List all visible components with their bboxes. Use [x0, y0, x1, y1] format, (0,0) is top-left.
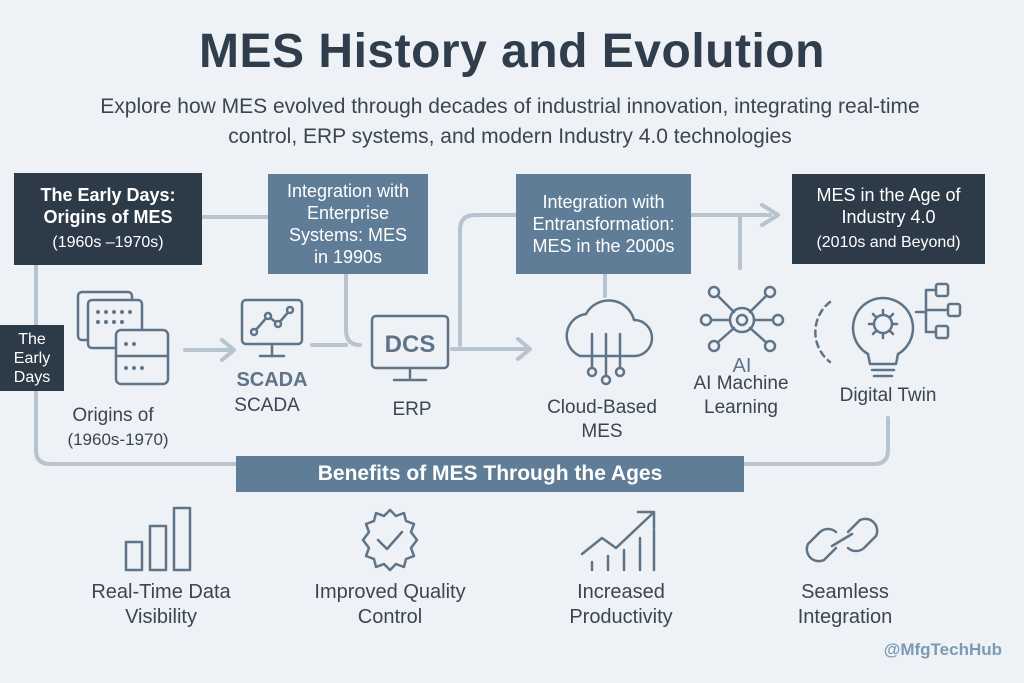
page-subtitle: Explore how MES evolved through decades …: [100, 95, 920, 148]
cloud-icon: [565, 299, 654, 386]
scada-label: SCADA: [234, 395, 300, 416]
benefits-banner: Benefits of MES Through the Ages: [236, 456, 744, 492]
scada-monitor-icon: SCADA: [236, 298, 308, 391]
stage-enterprise-title: Integration with Enterprise Systems: MES…: [286, 181, 410, 267]
digital-twin-icon: [814, 282, 962, 378]
stage-enterprise-box: Integration with Enterprise Systems: MES…: [268, 174, 428, 274]
origins-years-label: (1960s-1970): [67, 430, 169, 449]
benefit-label-2: Increased Productivity: [569, 581, 673, 628]
benefit-label-3: Seamless Integration: [797, 581, 893, 628]
author-handle: @MfgTechHub: [883, 640, 1002, 659]
ai-network-icon: AI: [699, 285, 785, 376]
stage-industry4-box: MES in the Age of Industry 4.0 (2010s an…: [792, 174, 985, 264]
origins-label: Origins of: [72, 405, 154, 426]
link-icon: [805, 517, 879, 563]
stage-industry4-years: (2010s and Beyond): [816, 234, 961, 251]
gear-check-icon: [361, 508, 419, 572]
stage-transformation-box: Integration with Entransformation: MES i…: [516, 174, 691, 274]
benefit-label-0: Real-Time Data Visibility: [91, 581, 231, 628]
erp-label: ERP: [392, 399, 432, 420]
dcs-icon-text: DCS: [385, 331, 436, 358]
side-tag-label: The Early Days: [13, 330, 51, 386]
benefit-label-1: Improved Quality Control: [314, 581, 466, 628]
ai-label: AI Machine Learning: [693, 373, 789, 418]
stage-early-box: The Early Days: Origins of MES (1960s –1…: [14, 173, 202, 265]
stage-industry4-title: MES in the Age of Industry 4.0: [816, 185, 961, 227]
stage-early-years: (1960s –1970s): [52, 234, 164, 251]
trend-up-icon: [580, 510, 656, 572]
cloud-label: Cloud-Based MES: [547, 397, 657, 442]
side-tag: The Early Days: [0, 325, 64, 391]
dcs-monitor-icon: DCS: [370, 314, 450, 382]
scada-icon-text: SCADA: [236, 369, 307, 391]
stage-early-title: The Early Days: Origins of MES: [40, 185, 176, 227]
page-title: MES History and Evolution: [199, 25, 825, 78]
stage-transformation-title: Integration with Entransformation: MES i…: [532, 192, 675, 256]
ai-icon-text: AI: [733, 355, 752, 376]
twin-label: Digital Twin: [839, 385, 937, 406]
server-stack-icon: [76, 290, 170, 386]
bar-chart-icon: [124, 506, 192, 572]
